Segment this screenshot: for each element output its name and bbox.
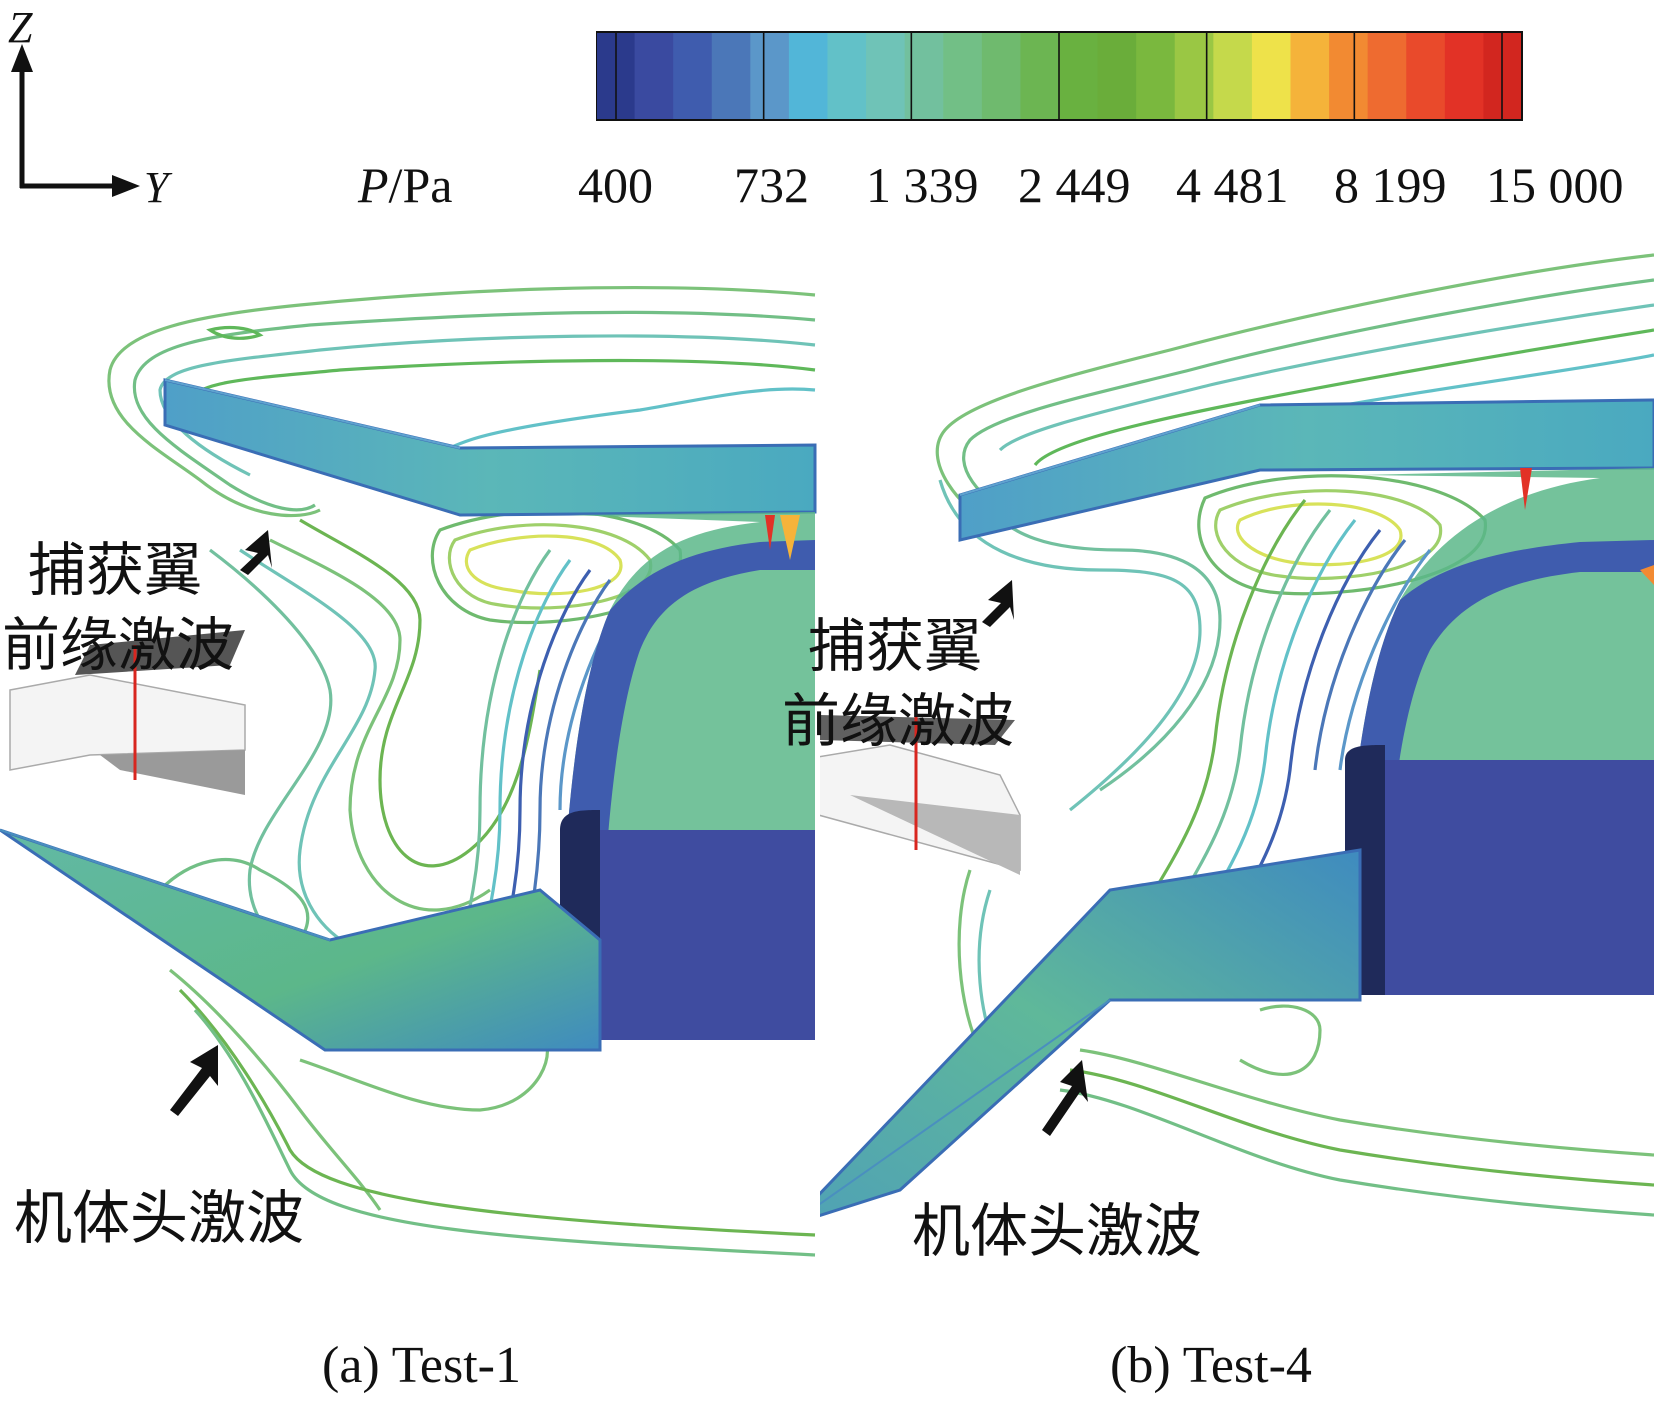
colorbar-tick: 732 (734, 157, 809, 213)
colorbar-segment (1406, 32, 1446, 120)
colorbar-segment (827, 32, 867, 120)
panel-b-wing-shock-label-line1: 捕获翼 (808, 612, 983, 680)
colorbar-tick: 1 339 (866, 157, 979, 213)
panel-a-label: (a) Test-1 (322, 1337, 521, 1394)
colorbar-segment (634, 32, 674, 120)
colorbar-segment (1290, 32, 1330, 120)
colorbar-frame (596, 31, 1523, 121)
colorbar-tick: 400 (578, 157, 653, 213)
colorbar-segment (750, 32, 790, 120)
colorbar-segment (1097, 32, 1137, 120)
colorbar-segment (1174, 32, 1214, 120)
colorbar-segment (1444, 32, 1485, 120)
colorbar-segment (673, 32, 713, 120)
colorbar-segment (943, 32, 983, 120)
colorbar (596, 31, 1523, 121)
colorbar-variable: P (358, 157, 389, 213)
colorbar-tick: 4 481 (1176, 157, 1289, 213)
colorbar-segment (1367, 32, 1407, 120)
colorbar-segment (981, 32, 1022, 120)
colorbar-segment (1059, 32, 1099, 120)
axis-indicator (11, 44, 140, 197)
colorbar-segment (866, 32, 906, 120)
panel-a-wing-shock-label-line2: 前缘激波 (2, 611, 235, 679)
colorbar-segment (1020, 32, 1060, 120)
colorbar-segment (788, 32, 829, 120)
colorbar-caption: P/Pa (358, 160, 452, 210)
colorbar-segment (1213, 32, 1253, 120)
panel-a-inset-model (9, 630, 246, 795)
panel-a-nose-shock-label: 机体头激波 (14, 1184, 305, 1252)
colorbar-tick: 15 000 (1486, 157, 1624, 213)
colorbar-tick: 8 199 (1334, 157, 1447, 213)
panel-b-contour-plot (820, 253, 1654, 1218)
colorbar-segment (1483, 32, 1523, 120)
panel-a-wing-shock-label-line1: 捕获翼 (28, 536, 203, 604)
panel-b-inset-model (820, 700, 1021, 875)
colorbar-unit: /Pa (388, 157, 453, 213)
colorbar-segment (1329, 32, 1369, 120)
colorbar-segment (711, 32, 751, 120)
colorbar-segment (1136, 32, 1176, 120)
panel-b-wing-shock-label-line2: 前缘激波 (782, 687, 1015, 755)
panel-b-label: (b) Test-4 (1110, 1337, 1312, 1394)
y-axis-label: Y (144, 163, 169, 212)
panel-b-nose-shock-label: 机体头激波 (912, 1197, 1203, 1265)
panel-a-contour-plot (0, 285, 817, 1257)
colorbar-segment (1251, 32, 1292, 120)
z-axis-label: Z (8, 3, 33, 52)
colorbar-tick: 2 449 (1018, 157, 1131, 213)
